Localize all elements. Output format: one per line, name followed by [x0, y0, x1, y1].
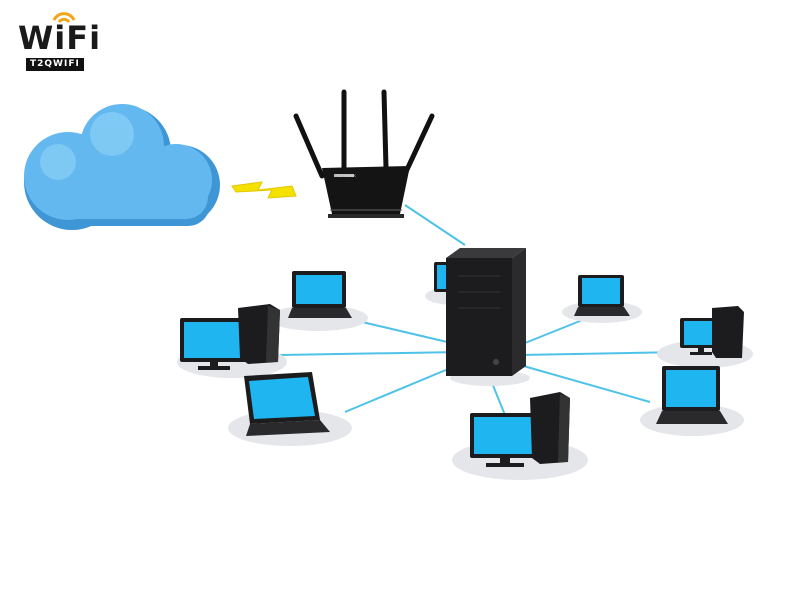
router-icon: TOTOLINK [293, 89, 435, 218]
laptop-bottom-left [228, 372, 352, 446]
desktop-pc-left [177, 304, 287, 378]
link-server-laptop-bottom-right [519, 364, 651, 403]
link-router-server [404, 204, 466, 246]
link-server-desktop-right [519, 351, 681, 356]
link-server-desktop-left [279, 351, 461, 356]
brand-word: WiFi [18, 19, 102, 57]
router-model-label: TOTOLINK [336, 173, 356, 178]
wireless-link-icon [231, 181, 297, 199]
server-tower-icon [446, 248, 530, 386]
laptop-top-right [562, 275, 642, 323]
brand-logo: WiFi T2QWIFI [18, 8, 108, 71]
cloud-icon [24, 104, 220, 230]
laptop-bottom-right [640, 366, 744, 436]
desktop-pc-bottom [452, 392, 588, 480]
laptop-top-left [268, 271, 368, 331]
wifi-signal-icon [52, 12, 76, 24]
link-server-laptop-bottom-left [344, 361, 466, 413]
desktop-pc-right [657, 306, 753, 368]
brand-subtitle: T2QWIFI [26, 58, 84, 71]
